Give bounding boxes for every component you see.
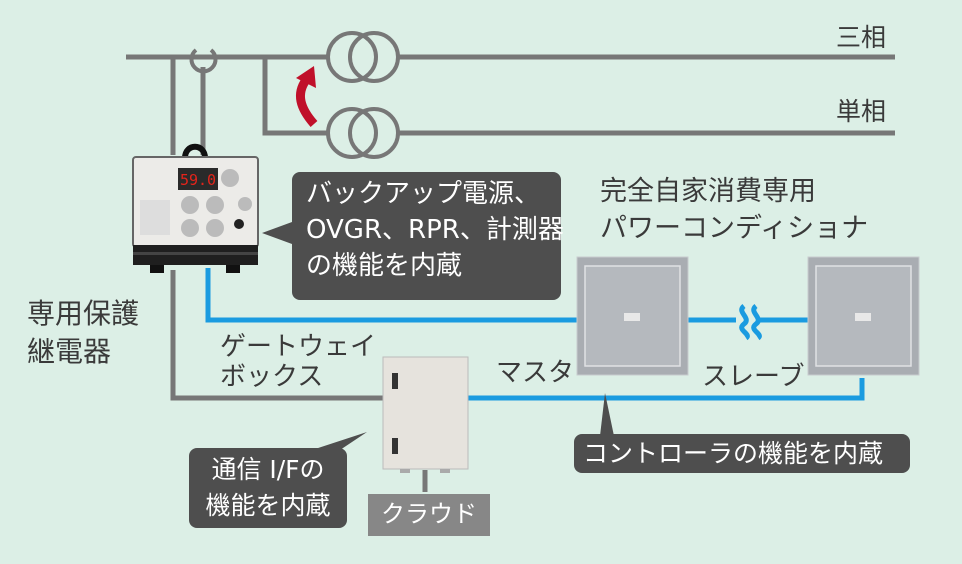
slave-label: スレーブ <box>702 362 805 392</box>
three-phase-label: 三相 <box>836 23 887 52</box>
gateway-label-line1: ゲートウェイ <box>220 332 377 362</box>
relay-bubble-tail <box>262 222 292 244</box>
gateway-to-slave-signal <box>467 378 865 401</box>
relay-bubble-line1: バックアップ電源、 <box>306 179 541 209</box>
gateway-bubble-line2: 機能を内蔵 <box>205 491 331 520</box>
relay-to-master-signal <box>205 268 578 323</box>
pcs-function-bubble: コントローラの機能を内蔵 <box>574 434 910 473</box>
gateway-label: ゲートウェイ ボックス <box>220 332 376 392</box>
relay-display: 59.0 <box>180 171 216 189</box>
relay-bubble-line3: の機能を内蔵 <box>306 251 463 281</box>
pcs-title: 完全自家消費専用 パワーコンディショナ <box>600 173 868 247</box>
gateway-bubble-tail <box>312 432 367 450</box>
transformer-three-phase-icon <box>326 31 400 83</box>
transformer-single-phase-icon <box>326 107 400 159</box>
protection-relay-device: 59.0 <box>132 143 259 273</box>
line-break-icon <box>739 304 762 341</box>
single-phase-label: 単相 <box>836 97 887 126</box>
single-phase-branch <box>262 57 328 136</box>
pcs-bubble-tail <box>600 393 614 436</box>
gateway-function-bubble: 通信 I/Fの 機能を内蔵 <box>189 448 347 528</box>
relay-bubble-line2: OVGR、RPR、計測器 <box>306 215 564 245</box>
relay-to-gateway-line <box>170 270 384 401</box>
gateway-box-device <box>382 356 469 473</box>
pcs-title-line2: パワーコンディショナ <box>600 213 869 244</box>
switch-arrow-icon <box>295 66 318 127</box>
pcs-title-line1: 完全自家消費専用 <box>600 176 816 207</box>
current-transformer-icon <box>189 48 218 74</box>
pcs-slave-device <box>807 256 920 376</box>
cloud-box: クラウド <box>368 494 490 536</box>
gateway-label-line2: ボックス <box>220 362 324 392</box>
relay-label-line2: 継電器 <box>27 335 112 368</box>
relay-function-bubble: バックアップ電源、 OVGR、RPR、計測器 の機能を内蔵 <box>292 172 564 300</box>
gateway-bubble-line1: 通信 I/Fの <box>211 455 325 484</box>
relay-label-line1: 専用保護 <box>27 297 140 330</box>
pcs-master-device <box>576 256 689 376</box>
master-label: マスタ <box>496 358 575 388</box>
relay-label: 専用保護 継電器 <box>27 295 139 371</box>
